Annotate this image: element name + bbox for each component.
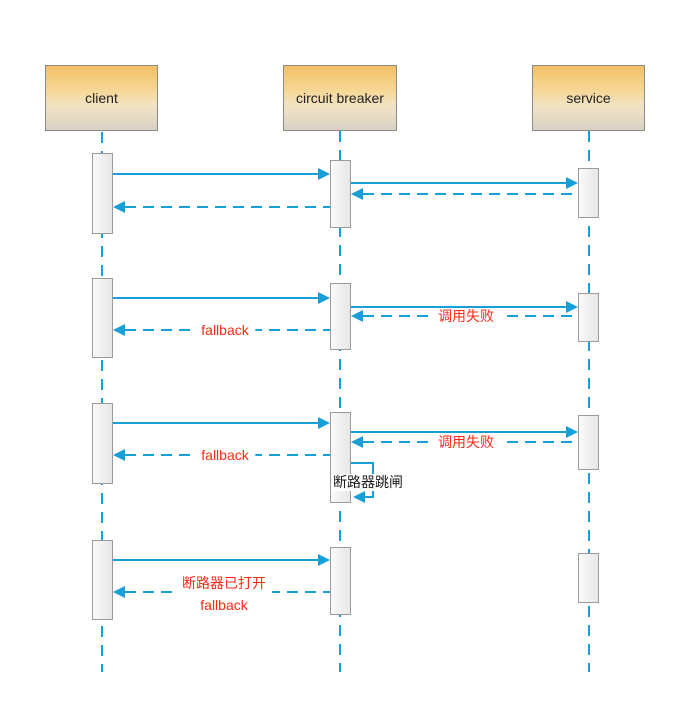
arrow-call-client-to-breaker-2 (113, 297, 319, 299)
arrow-call-client-to-breaker-1 (113, 173, 319, 175)
arrowhead-icon (113, 449, 125, 461)
activation-client-4 (92, 540, 113, 620)
label-fallback-3: fallback (194, 447, 256, 463)
lifeline-circuit-breaker (339, 131, 341, 672)
arrowhead-icon (566, 426, 578, 438)
lifeline-service (588, 131, 590, 672)
arrowhead-icon (318, 554, 330, 566)
actor-box-client: client (45, 65, 158, 131)
arrowhead-icon (113, 324, 125, 336)
arrow-call-breaker-to-service-2 (351, 306, 566, 308)
arrow-call-client-to-breaker-4 (113, 559, 319, 561)
note-breaker-tripped: 断路器跳闸 (331, 474, 405, 491)
activation-breaker-1 (330, 160, 351, 228)
activation-client-1 (92, 153, 113, 234)
arrow-call-breaker-to-service-3 (351, 431, 566, 433)
actor-box-service: service (532, 65, 645, 131)
activation-service-3 (578, 415, 599, 470)
activation-breaker-4 (330, 547, 351, 615)
arrowhead-icon (318, 417, 330, 429)
actor-label-client: client (85, 90, 118, 106)
activation-service-1 (578, 168, 599, 218)
label-breaker-open-line1: 断路器已打开 (176, 572, 272, 594)
label-breaker-open-fallback: 断路器已打开 fallback (176, 572, 272, 616)
activation-client-3 (92, 403, 113, 484)
label-breaker-open-line2: fallback (194, 594, 254, 616)
arrowhead-icon (566, 177, 578, 189)
self-message-top (351, 462, 374, 464)
label-call-failed-3: 调用失败 (431, 434, 501, 450)
arrow-return-breaker-to-client-1 (125, 206, 330, 208)
activation-client-2 (92, 278, 113, 358)
activation-service-4 (578, 553, 599, 603)
arrowhead-icon (351, 188, 363, 200)
activation-breaker-2 (330, 283, 351, 350)
arrowhead-icon (113, 201, 125, 213)
arrow-return-service-to-breaker-1 (363, 193, 578, 195)
arrowhead-icon (566, 301, 578, 313)
arrow-call-client-to-breaker-3 (113, 422, 319, 424)
self-message-bottom (364, 496, 374, 498)
activation-service-2 (578, 293, 599, 342)
label-fallback-2: fallback (194, 322, 256, 338)
actor-box-circuit-breaker: circuit breaker (283, 65, 397, 131)
arrowhead-icon (353, 491, 365, 503)
arrow-call-breaker-to-service-1 (351, 182, 566, 184)
actor-label-circuit-breaker: circuit breaker (296, 90, 384, 106)
arrowhead-icon (318, 292, 330, 304)
arrowhead-icon (351, 436, 363, 448)
actor-label-service: service (566, 90, 611, 106)
label-call-failed-2: 调用失败 (431, 308, 501, 324)
arrowhead-icon (113, 586, 125, 598)
lifeline-client (101, 132, 103, 672)
arrowhead-icon (351, 310, 363, 322)
arrowhead-icon (318, 168, 330, 180)
